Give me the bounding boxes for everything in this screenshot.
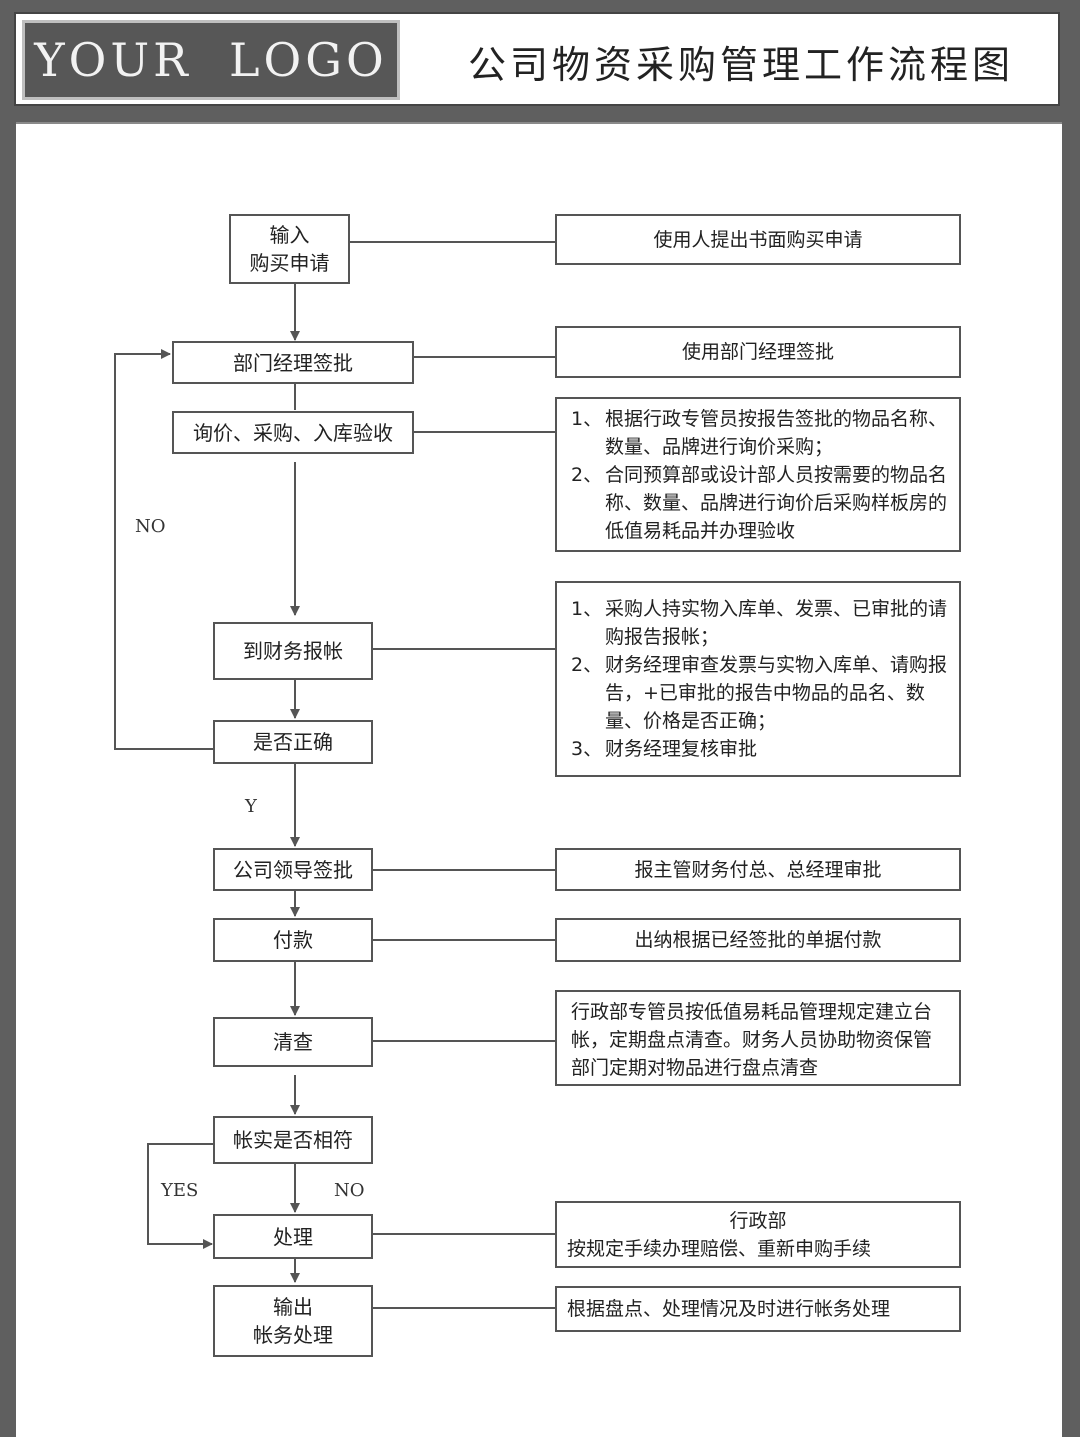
desc-output: 根据盘点、处理情况及时进行帐务处理: [555, 1286, 961, 1332]
item-text: 财务经理审查发票与实物入库单、请购报告，+已审批的报告中物品的品名、数量、价格是…: [605, 654, 948, 732]
label-no-bottom: NO: [334, 1180, 365, 1201]
step-leader-approve: 公司领导签批: [213, 848, 373, 891]
item-text: 采购人持实物入库单、发票、已审批的请购报告报帐；: [605, 598, 948, 648]
desc-leader-approve: 报主管财务付总、总经理审批: [555, 848, 961, 891]
loop-no-back: [114, 349, 213, 750]
desc-handle: 行政部 按规定手续办理赔偿、重新申购手续: [555, 1201, 961, 1268]
item-number: 1、: [571, 407, 603, 430]
step-input-request-line1: 输入: [269, 223, 310, 247]
connector-lines: [114, 241, 555, 1309]
item-number: 2、: [571, 654, 603, 676]
desc-inquiry-item: 1、 根据行政专管员按报告签批的物品名称、数量、品牌进行询价采购；: [571, 405, 949, 461]
step-output-line2: 帐务处理: [253, 1323, 333, 1347]
step-input-request-line2: 购买申请: [249, 251, 330, 275]
desc-dept-approve: 使用部门经理签批: [555, 326, 961, 378]
item-text: 根据行政专管员按报告签批的物品名称、数量、品牌进行询价采购；: [605, 407, 948, 458]
step-inventory-check: 清查: [213, 1017, 373, 1067]
label-yes-top: Y: [245, 796, 257, 817]
desc-finance-claim: 1、 采购人持实物入库单、发票、已审批的请购报告报帐； 2、 财务经理审查发票与…: [555, 581, 961, 777]
desc-inquiry: 1、 根据行政专管员按报告签批的物品名称、数量、品牌进行询价采购； 2、 合同预…: [555, 397, 961, 552]
desc-inventory-check: 行政部专管员按低值易耗品管理规定建立台帐，定期盘点清查。财务人员协助物资保管部门…: [555, 990, 961, 1086]
item-number: 1、: [571, 598, 603, 620]
step-dept-approve: 部门经理签批: [172, 341, 414, 384]
header-bar: YOUR LOGO 公司物资采购管理工作流程图: [14, 12, 1060, 106]
desc-finance-item: 3、 财务经理复核审批: [571, 735, 949, 763]
step-account-match: 帐实是否相符: [213, 1116, 373, 1164]
step-output-line1: 输出: [273, 1295, 313, 1319]
step-handle: 处理: [213, 1214, 373, 1259]
page-title: 公司物资采购管理工作流程图: [467, 42, 1014, 87]
step-is-correct: 是否正确: [213, 720, 373, 764]
step-input-request: 输入 购买申请: [229, 214, 350, 284]
flowchart-canvas: 输入 购买申请 部门经理签批 询价、采购、入库验收 到财务报帐 是否正确 公司领…: [16, 122, 1062, 1437]
step-output: 输出 帐务处理: [213, 1285, 373, 1357]
desc-finance-item: 1、 采购人持实物入库单、发票、已审批的请购报告报帐；: [571, 595, 949, 651]
desc-payment: 出纳根据已经签批的单据付款: [555, 918, 961, 962]
desc-input-request: 使用人提出书面购买申请: [555, 214, 961, 265]
desc-handle-line2: 按规定手续办理赔偿、重新申购手续: [567, 1237, 872, 1260]
label-no-top: NO: [135, 516, 166, 537]
step-finance-claim: 到财务报帐: [213, 622, 373, 680]
item-number: 2、: [571, 463, 603, 486]
item-number: 3、: [571, 738, 603, 760]
desc-handle-line1: 行政部: [729, 1209, 787, 1232]
item-text: 合同预算部或设计部人员按需要的物品名称、数量、品牌进行询价后采购样板房的低值易耗…: [605, 463, 948, 542]
step-inquiry: 询价、采购、入库验收: [172, 411, 414, 454]
desc-inquiry-item: 2、 合同预算部或设计部人员按需要的物品名称、数量、品牌进行询价后采购样板房的低…: [571, 461, 949, 545]
label-yes-bottom: YES: [161, 1180, 199, 1201]
desc-finance-item: 2、 财务经理审查发票与实物入库单、请购报告，+已审批的报告中物品的品名、数量、…: [571, 651, 949, 735]
logo: YOUR LOGO: [22, 20, 400, 100]
step-payment: 付款: [213, 918, 373, 962]
item-text: 财务经理复核审批: [605, 738, 758, 760]
loop-yes-bypass: [147, 1143, 213, 1249]
